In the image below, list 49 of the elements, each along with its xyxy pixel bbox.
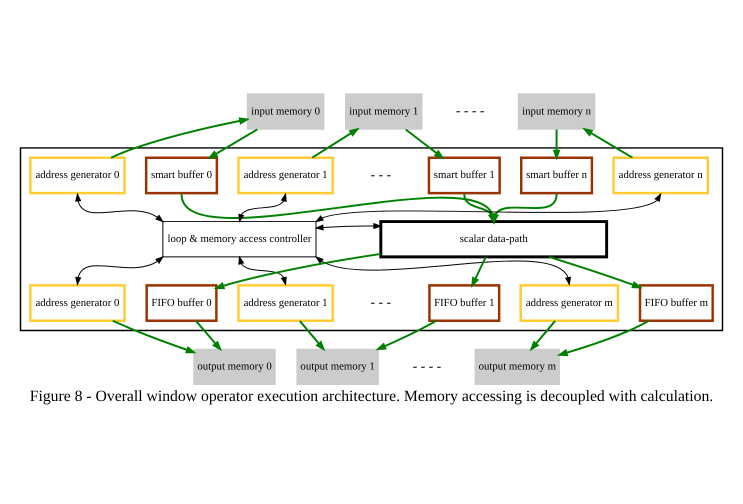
arrow — [405, 128, 445, 160]
label: - - - — [370, 167, 392, 182]
arrow — [471, 256, 487, 288]
arrow — [314, 256, 572, 286]
node-box: address generator n — [612, 156, 709, 194]
node-box: FIFO buffer 0 — [145, 284, 218, 322]
node-box: FIFO buffer 1 — [428, 284, 500, 322]
arrow — [207, 128, 258, 160]
arrow — [375, 320, 437, 350]
arrow — [75, 256, 164, 286]
node-box: smart buffer 0 — [144, 156, 218, 194]
node-box: input memory 1 — [345, 93, 423, 130]
node-box: input memory n — [518, 93, 596, 130]
node-box: smart buffer 1 — [428, 156, 501, 194]
caption: Figure 8 - Overall window operator execution architecture. Memory accessing is decoupled with calculation. — [30, 388, 714, 406]
node-box: output memory m — [474, 348, 560, 386]
node-box: address generator 0 — [29, 284, 126, 322]
arrow — [238, 192, 287, 223]
arrow — [556, 320, 650, 356]
label: - - - - — [456, 103, 484, 118]
arrow — [214, 252, 381, 290]
cluster — [20, 147, 724, 332]
arrow — [314, 222, 382, 231]
node-box: FIFO buffer m — [638, 284, 714, 322]
arrow — [312, 128, 360, 159]
node-box: output memory 1 — [296, 348, 379, 386]
arrow — [110, 117, 250, 159]
node-box: address generator m — [520, 284, 620, 322]
arrow — [552, 130, 560, 161]
node-box: input memory 0 — [246, 93, 324, 130]
node-box: address generator 0 — [29, 156, 126, 194]
arrow — [548, 256, 643, 288]
arrow — [492, 194, 558, 224]
label: - - - — [370, 294, 392, 310]
arrow — [238, 255, 287, 286]
arrow — [112, 320, 197, 354]
node-box: smart buffer n — [520, 156, 594, 194]
node-box: scalar data-path — [379, 220, 608, 258]
node-box: output memory 0 — [193, 348, 276, 386]
label: - - - - — [412, 358, 442, 374]
arrow — [530, 320, 556, 352]
node-box: address generator 1 — [237, 284, 334, 322]
arrow — [75, 192, 164, 222]
arrow — [299, 320, 326, 352]
arrow — [582, 128, 633, 159]
node-box: address generator 1 — [237, 156, 334, 194]
arrow — [314, 192, 662, 222]
node-box: loop & memory access controller — [162, 221, 317, 258]
arrow — [195, 320, 222, 352]
